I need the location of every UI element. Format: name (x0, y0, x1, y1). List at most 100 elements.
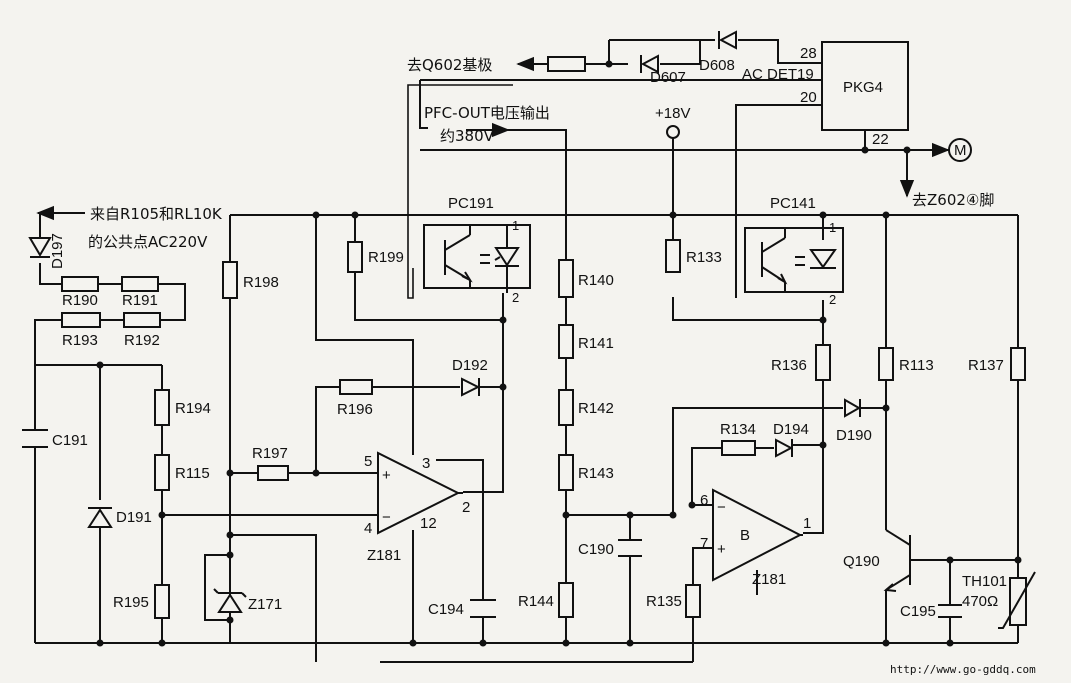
d191-label: D191 (116, 509, 152, 526)
r133-resistor (665, 239, 681, 273)
pkg4-pin22: 22 (872, 131, 889, 148)
r191-label: R191 (122, 292, 158, 309)
r197-label: R197 (252, 445, 288, 462)
r135-label: R135 (646, 593, 682, 610)
d190-diode (844, 398, 862, 418)
r197-resistor (257, 465, 289, 481)
r193-label: R193 (62, 332, 98, 349)
r198-resistor (222, 261, 238, 299)
optocoupler-pc141 (744, 227, 844, 293)
q190-label: Q190 (843, 553, 880, 570)
opamp-a-name: Z181 (367, 547, 401, 564)
svg-text:+: + (382, 467, 391, 484)
r113-label: R113 (899, 357, 934, 374)
to-q602-label: 去Q602基极 (407, 56, 492, 74)
pc191-pin1: 1 (512, 218, 519, 233)
r133-label: R133 (686, 249, 722, 266)
th101-thermistor (998, 571, 1036, 629)
pkg4-pin28: 28 (800, 45, 817, 62)
r137-resistor (1010, 347, 1026, 381)
d608-diode (718, 30, 737, 50)
pc141-label: PC141 (770, 195, 816, 212)
pkg4-pin-det: AC DET19 (742, 66, 814, 83)
common-point-label: 的公共点AC220V (88, 233, 208, 251)
opamp-b-label: B (740, 527, 750, 544)
pkg4-pin20: 20 (800, 89, 817, 106)
c191-capacitor (22, 429, 48, 448)
from-r105-label: 来自R105和RL10K (90, 205, 223, 223)
pfc-voltage-label: 约380V (440, 127, 495, 145)
r115-resistor (154, 454, 170, 491)
opamp-b-pin7: 7 (700, 535, 708, 552)
motor-label: M (954, 142, 967, 159)
website-watermark: http://www.go-gddq.com (890, 663, 1036, 676)
r194-resistor (154, 389, 170, 426)
z171-zener-diode (213, 588, 247, 613)
r195-label: R195 (113, 594, 149, 611)
d192-diode (461, 377, 481, 397)
r134-resistor (721, 440, 756, 456)
r134-label: R134 (720, 421, 756, 438)
r142-label: R142 (578, 400, 614, 417)
c190-capacitor (618, 539, 642, 557)
d197-diode (28, 237, 52, 258)
resistors (61, 56, 1026, 619)
d194-diode (775, 438, 794, 458)
d607-diode (640, 54, 659, 74)
r141-resistor (558, 324, 574, 359)
opamp-a-pin5: 5 (364, 453, 372, 470)
th101-value: 470Ω (962, 593, 998, 610)
th101-label: TH101 (962, 573, 1007, 590)
c195-label: C195 (900, 603, 936, 620)
r199-resistor (347, 241, 363, 273)
r135-resistor (685, 584, 701, 618)
r140-label: R140 (578, 272, 614, 289)
pc141-pin2: 2 (829, 292, 836, 307)
pkg4-ic (821, 41, 909, 131)
d194-label: D194 (773, 421, 809, 438)
d197-label: D197 (49, 233, 66, 269)
c194-label: C194 (428, 601, 464, 618)
r199-label: R199 (368, 249, 404, 266)
r136-resistor (815, 344, 831, 381)
r191-resistor (121, 276, 159, 292)
arrows (36, 56, 915, 221)
to-z602-label: 去Z602④脚 (912, 191, 994, 209)
optocoupler-pc191 (423, 224, 531, 293)
c195-capacitor (938, 604, 962, 618)
opamp-a-pin2: 2 (462, 499, 470, 516)
c190-label: C190 (578, 541, 614, 558)
d192-label: D192 (452, 357, 488, 374)
r143-label: R143 (578, 465, 614, 482)
opamp-a-pin3: 3 (422, 455, 430, 472)
opamp-b: − + (712, 488, 803, 582)
diodes (28, 30, 862, 613)
r193-resistor (61, 312, 101, 328)
r194-label: R194 (175, 400, 211, 417)
q190-transistor (883, 529, 911, 592)
opamp-b-pin1: 1 (803, 515, 811, 532)
z171-label: Z171 (248, 596, 282, 613)
r190-resistor (61, 276, 99, 292)
svg-text:−: − (717, 499, 726, 516)
r196-label: R196 (337, 401, 373, 418)
r192-resistor (123, 312, 161, 328)
opamp-a-pin12: 12 (420, 515, 437, 532)
opamp-a-pin4: 4 (364, 520, 372, 537)
pc191-pin2: 2 (512, 290, 519, 305)
r195-resistor (154, 584, 170, 619)
opamp-a: + − (368, 451, 463, 535)
labels: 去Q602基极 PFC-OUT电压输出 约380V +18V 来自R105和RL… (49, 45, 1036, 676)
r198-label: R198 (243, 274, 279, 291)
motor-symbol (907, 138, 972, 162)
opamp-b-name: Z181 (752, 571, 786, 588)
c191-label: C191 (52, 432, 88, 449)
pkg4-label: PKG4 (843, 79, 883, 96)
r190-label: R190 (62, 292, 98, 309)
d191-diode (87, 507, 113, 528)
r143-resistor (558, 454, 574, 491)
r144-resistor (558, 582, 574, 618)
r142-resistor (558, 389, 574, 426)
r137-label: R137 (968, 357, 1004, 374)
